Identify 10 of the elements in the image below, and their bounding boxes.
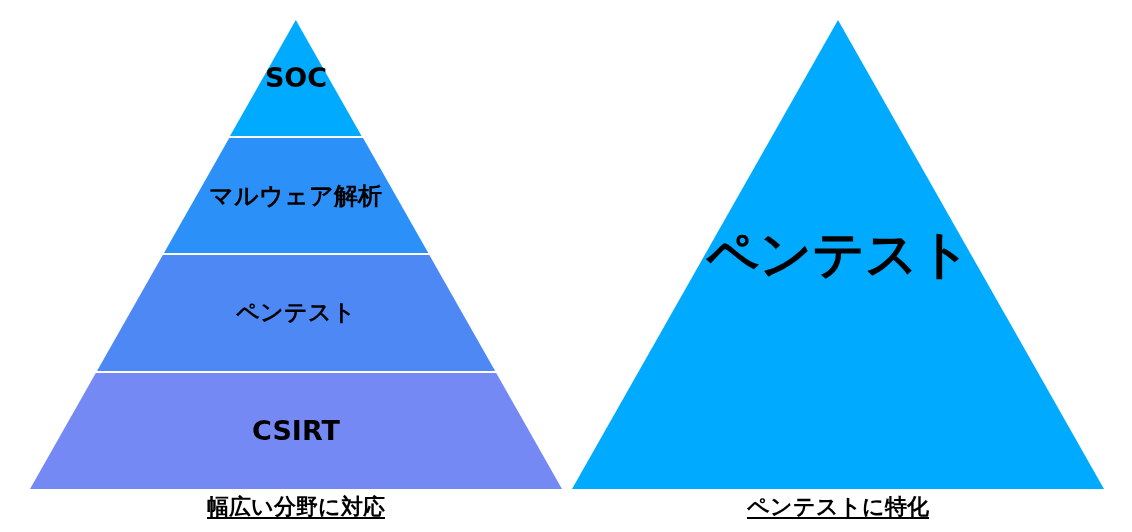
tier-label: SOC: [264, 63, 328, 93]
tier-label: ペンテスト: [236, 300, 356, 326]
tier-label: CSIRT: [252, 416, 340, 446]
pyramid-tier: [96, 255, 496, 371]
pyramid-tier: [163, 138, 429, 253]
tier-label: マルウェア解析: [209, 182, 383, 209]
pyramid-tier: [30, 373, 562, 489]
triangle-shape: [572, 20, 1104, 489]
pyramid-tier: [230, 20, 362, 136]
triangle-label: ペンテスト: [705, 225, 971, 284]
